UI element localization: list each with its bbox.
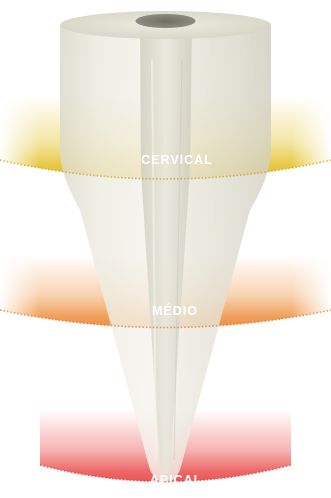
- medio-label: MÉDIO: [152, 303, 198, 318]
- cervical-label: CERVICAL: [141, 153, 213, 167]
- root-top-surface: [60, 11, 271, 39]
- canal-opening-icon: [136, 14, 196, 28]
- apical-label: APICAL: [150, 473, 203, 487]
